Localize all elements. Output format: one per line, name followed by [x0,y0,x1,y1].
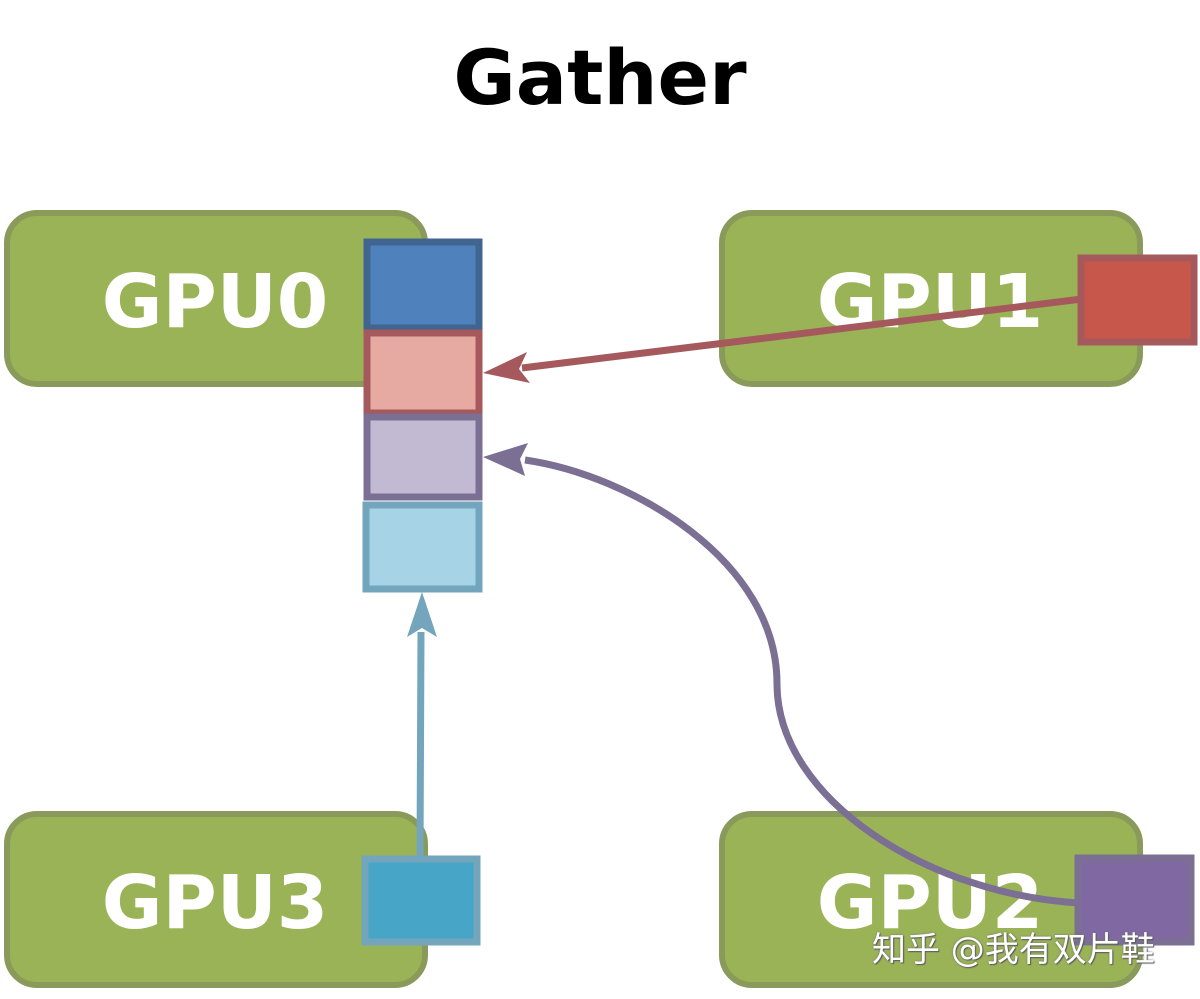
source-block-gpu1 [1077,254,1198,346]
gpu1-label: GPU1 [817,259,1044,345]
gpu0-box: GPU0 [4,210,428,387]
buffer-block-gpu3 [362,501,483,593]
buffer-block-gpu1 [363,329,483,417]
source-block-gpu3 [361,855,481,946]
gpu0-label: GPU0 [102,259,329,345]
arrow-gpu2-to-gpu0 [483,443,1081,907]
diagram-title: Gather [453,33,747,122]
gpu3-box: GPU3 [4,811,428,988]
gpu2-label: GPU2 [817,860,1044,946]
buffer-block-gpu2 [363,413,483,501]
buffer-block-gpu0 [363,238,483,332]
arrow-gpu1-to-gpu0 [483,295,1083,383]
watermark: 知乎 @我有双片鞋 [872,930,1155,970]
arrow-gpu3-to-gpu0 [407,592,437,859]
source-block-gpu2 [1074,854,1195,946]
gpu3-label: GPU3 [102,860,329,946]
gpu2-box: GPU2 [719,811,1143,988]
gpu1-box: GPU1 [719,210,1143,387]
